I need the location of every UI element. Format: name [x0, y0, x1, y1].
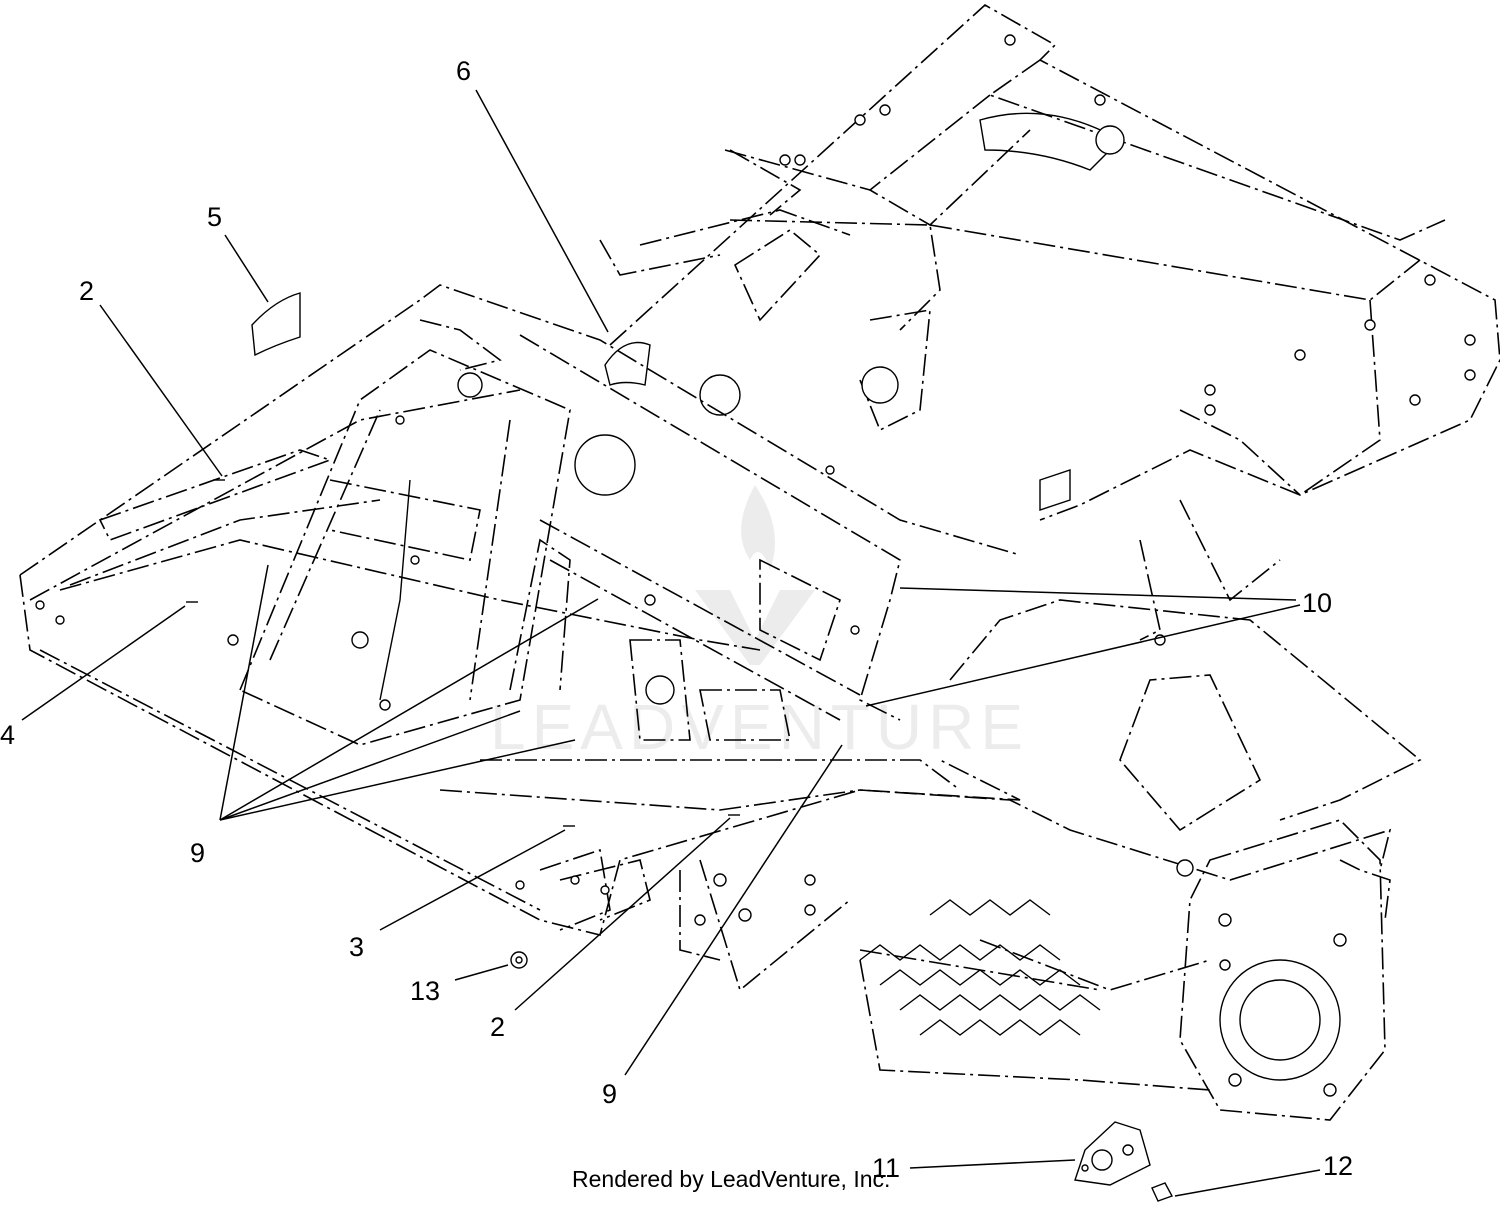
callout-5: 5 [207, 202, 223, 232]
part-11-gasket [1074, 1121, 1151, 1186]
rear-frame [599, 4, 1500, 521]
callout-9-left: 9 [190, 838, 206, 868]
watermark-text: LEADVENTURE [490, 691, 1029, 763]
callout-10: 10 [1302, 588, 1333, 618]
part-5-shield [251, 292, 301, 357]
front-frame-rails [19, 284, 1021, 936]
callout-12: 12 [1323, 1151, 1354, 1181]
part-6-bracket [604, 341, 651, 386]
callout-9-right: 9 [602, 1079, 618, 1109]
render-credit: Rendered by LeadVenture, Inc. [572, 1166, 891, 1192]
pump-mount-plate [1179, 819, 1391, 1121]
leader-lines [21, 89, 1321, 1197]
callout-13: 13 [410, 976, 441, 1006]
foot-rest [679, 499, 1422, 1091]
callout-6: 6 [456, 56, 472, 86]
small-parts [186, 292, 1174, 1202]
seat-plate [238, 319, 571, 746]
callout-4: 4 [0, 720, 16, 750]
part-12-bolt [1151, 1182, 1174, 1202]
callout-11: 11 [872, 1153, 901, 1183]
center-cross-member [509, 334, 901, 741]
callout-2-upper: 2 [79, 276, 95, 306]
watermark-logo [695, 485, 815, 665]
callout-3: 3 [349, 932, 365, 962]
callout-2-lower: 2 [490, 1012, 506, 1042]
